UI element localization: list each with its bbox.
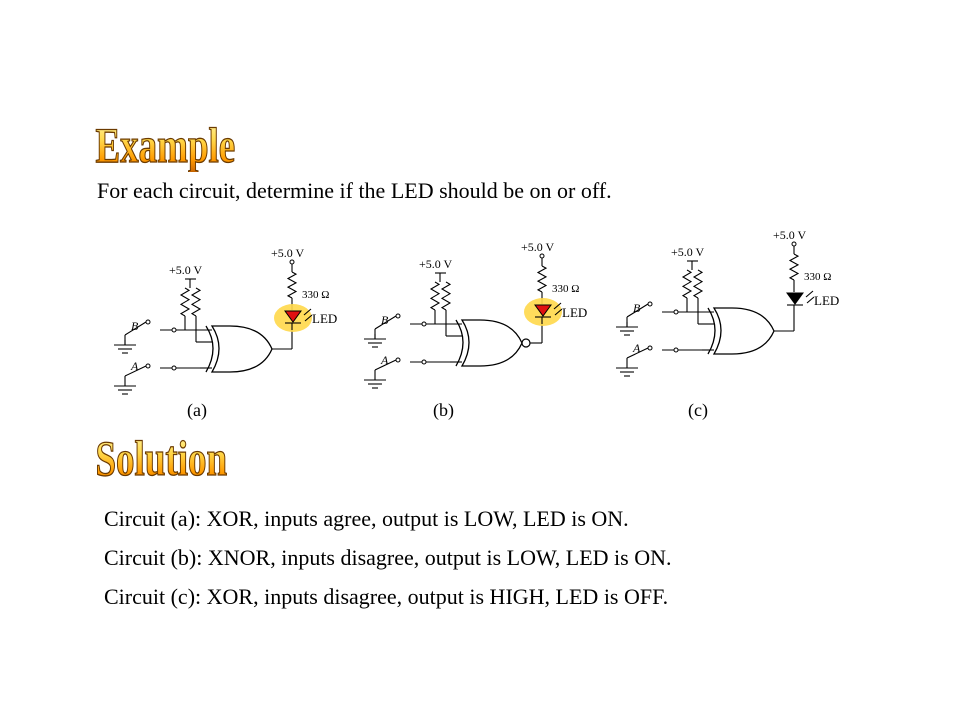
switch-terminal (421, 321, 427, 327)
switch-terminal (171, 327, 177, 333)
resistor-left-2 (692, 269, 704, 299)
switch-terminal (673, 347, 679, 353)
gate-input-arc (707, 307, 716, 355)
supply-terminal (791, 241, 797, 247)
gate-input-arc (455, 319, 464, 367)
light-ray (554, 308, 563, 316)
solution-line-b: Circuit (b): XNOR, inputs disagree, outp… (104, 545, 672, 570)
caption-a: (a) (187, 400, 207, 421)
example-heading: Example (95, 117, 236, 172)
ground-symbol (616, 358, 638, 377)
supply-label-left: +5.0 V (419, 257, 453, 271)
light-ray (553, 302, 562, 310)
circuit-a: +5.0 V B A +5.0 V 330 Ω LED (114, 246, 337, 395)
circuit-c: +5.0 V B A +5.0 V 330 Ω LED (616, 228, 839, 377)
solution-heading: Solution (95, 430, 228, 485)
ground-symbol (364, 329, 386, 348)
input-a-label: A (130, 359, 139, 373)
switch-terminal (171, 365, 177, 371)
led-icon (786, 292, 804, 305)
solution-title: Solution (95, 431, 227, 485)
supply-terminal (539, 253, 545, 259)
led-label: LED (562, 305, 587, 320)
input-b-label: B (633, 301, 641, 315)
resistor-left-1 (429, 281, 441, 311)
input-a-label: A (380, 353, 389, 367)
ground-symbol (616, 317, 638, 336)
switch-terminal (395, 313, 401, 319)
resistor-left-1 (179, 287, 191, 317)
switch-a (626, 347, 649, 359)
switch-terminal (647, 301, 653, 307)
solution-line-a: Circuit (a): XOR, inputs agree, output i… (104, 506, 629, 531)
switch-terminal (673, 309, 679, 315)
led-label: LED (312, 311, 337, 326)
led-label: LED (814, 293, 839, 308)
switch-b (626, 303, 649, 318)
ground-symbol (114, 376, 136, 395)
input-b-label: B (131, 319, 139, 333)
xor-gate (210, 325, 273, 373)
supply-label-right: +5.0 V (271, 246, 305, 260)
switch-a (374, 359, 397, 371)
solution-line-c: Circuit (c): XOR, inputs disagree, outpu… (104, 584, 669, 609)
resistor-label: 330 Ω (552, 283, 579, 295)
resistor-left-2 (190, 287, 202, 317)
circuit-b: +5.0 V B A +5.0 V 330 Ω LED (364, 240, 587, 389)
input-b-label: B (381, 313, 389, 327)
supply-label-left: +5.0 V (169, 263, 203, 277)
resistor-label: 330 Ω (302, 289, 329, 301)
switch-b (374, 315, 397, 330)
resistor-right (286, 271, 298, 299)
switch-b (124, 321, 147, 336)
supply-terminal (289, 259, 295, 265)
light-ray (303, 308, 312, 316)
ground-symbol (114, 335, 136, 354)
light-ray (806, 296, 815, 304)
resistor-left-1 (681, 269, 693, 299)
light-ray (304, 314, 313, 322)
supply-label-right: +5.0 V (521, 240, 555, 254)
example-prompt: For each circuit, determine if the LED s… (97, 178, 612, 203)
switch-terminal (421, 359, 427, 365)
example-title: Example (95, 118, 235, 172)
resistor-label: 330 Ω (804, 271, 831, 283)
supply-label-left: +5.0 V (671, 245, 705, 259)
switch-terminal (145, 319, 151, 325)
supply-label-right: +5.0 V (773, 228, 807, 242)
ground-symbol (364, 370, 386, 389)
led-icon (284, 310, 302, 323)
switch-terminal (395, 357, 401, 363)
resistor-right (536, 265, 548, 293)
light-ray (805, 290, 814, 298)
xnor-gate (460, 319, 523, 367)
switch-terminal (145, 363, 151, 369)
switch-a (124, 365, 147, 377)
input-a-label: A (632, 341, 641, 355)
caption-c: (c) (688, 400, 708, 421)
led-icon (534, 304, 552, 317)
xor-gate (712, 307, 775, 355)
switch-terminal (647, 345, 653, 351)
resistor-left-2 (440, 281, 452, 311)
gate-input-arc (205, 325, 214, 373)
resistor-right (788, 253, 800, 281)
caption-b: (b) (433, 400, 454, 421)
inversion-bubble (521, 338, 531, 348)
